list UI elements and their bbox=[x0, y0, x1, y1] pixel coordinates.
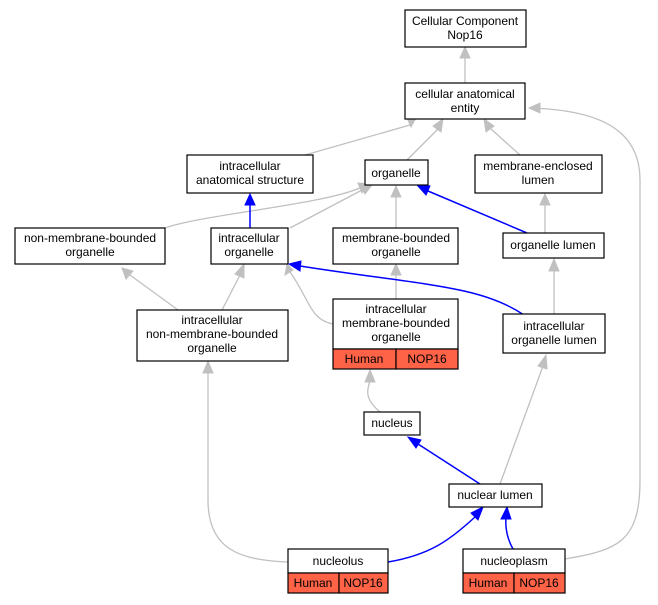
edge-nuc-imbo-arrowhead bbox=[364, 368, 376, 383]
edges bbox=[121, 45, 641, 563]
node-root[interactable]: Cellular Component Nop16 bbox=[404, 9, 527, 48]
node-membrane-bounded-organelle[interactable]: membrane-bounded organelle bbox=[332, 227, 459, 265]
node-intracellular-organelle[interactable]: intracellular organelle bbox=[210, 227, 289, 265]
edge-ol-org bbox=[427, 190, 528, 234]
node-iol-label-line-2: organelle lumen bbox=[511, 333, 596, 347]
edge-io-org bbox=[289, 189, 363, 229]
edge-inmbo-io bbox=[221, 274, 241, 311]
edge-np-cae bbox=[529, 107, 641, 560]
node-nuc-label: nucleus bbox=[371, 416, 412, 430]
edge-ol-mel-arrowhead bbox=[539, 192, 551, 206]
node-imbo-label-line-3: organelle bbox=[371, 330, 421, 344]
node-non-membrane-bounded-organelle[interactable]: non-membrane-bounded organelle bbox=[14, 227, 166, 265]
node-mbo-label-line-2: organelle bbox=[371, 245, 421, 259]
edge-imbo-io-arrowhead bbox=[284, 262, 294, 277]
edge-imbo-io bbox=[289, 271, 334, 325]
node-cellular-anatomical-entity[interactable]: cellular anatomical entity bbox=[404, 82, 526, 120]
node-membrane-enclosed-lumen[interactable]: membrane-enclosed lumen bbox=[474, 154, 603, 194]
node-nmbo-label-line-2: organelle bbox=[65, 245, 115, 259]
node-imbo-annotation-gene bbox=[395, 348, 459, 370]
node-cae-label-line-1: cellular anatomical bbox=[415, 87, 514, 101]
edge-cae-root-arrowhead bbox=[459, 45, 471, 59]
node-iol-label-line-1: intracellular bbox=[523, 319, 584, 333]
edge-inmbo-nmbo bbox=[129, 274, 179, 311]
edge-nucleolus-nl bbox=[387, 516, 476, 563]
node-imbo-gene-label: NOP16 bbox=[407, 352, 447, 366]
node-np-annotation-gene bbox=[513, 572, 566, 594]
node-nucleolus-species-label: Human bbox=[294, 576, 333, 590]
node-root-label-line-1: Cellular Component bbox=[412, 14, 519, 28]
edge-np-cae-arrowhead bbox=[527, 102, 541, 114]
node-imbo-species-label: Human bbox=[345, 352, 384, 366]
node-np-species-label: Human bbox=[469, 576, 508, 590]
node-nucleus[interactable]: nucleus bbox=[363, 411, 421, 436]
node-org-label: organelle bbox=[371, 166, 421, 180]
node-mel-label-line-2: lumen bbox=[522, 173, 555, 187]
node-organelle-lumen[interactable]: organelle lumen bbox=[502, 232, 605, 259]
edge-imbo-mbo-arrowhead bbox=[390, 262, 402, 276]
node-inmbo-label-line-3: organelle bbox=[187, 341, 237, 355]
node-nuclear-lumen[interactable]: nuclear lumen bbox=[448, 483, 543, 508]
edge-nl-nuc-arrowhead bbox=[406, 436, 422, 449]
node-np-label: nucleoplasm bbox=[480, 554, 547, 568]
edge-inmbo-io-arrowhead bbox=[234, 262, 245, 279]
edge-ias-cae bbox=[304, 124, 411, 156]
edge-iol-io-arrowhead bbox=[287, 260, 302, 272]
edge-nl-iol bbox=[499, 365, 544, 485]
edge-ol-org-arrowhead bbox=[415, 184, 431, 196]
edge-nl-nuc bbox=[417, 443, 481, 485]
edge-org-cae bbox=[406, 128, 439, 161]
node-nucleolus-label: nucleolus bbox=[313, 554, 364, 568]
edge-nuc-imbo bbox=[367, 380, 381, 413]
edge-iol-io bbox=[299, 265, 525, 316]
edge-mbo-org-arrowhead bbox=[390, 184, 402, 198]
edge-org-cae-arrowhead bbox=[432, 117, 444, 133]
node-np-gene-label: NOP16 bbox=[519, 576, 559, 590]
edge-nucleolus-inmbo-arrowhead bbox=[202, 359, 214, 374]
node-io-label-line-1: intracellular bbox=[218, 231, 279, 245]
node-nucleolus-annotation-gene bbox=[338, 572, 389, 594]
node-io-label-line-2: organelle bbox=[224, 245, 274, 259]
node-ol-label: organelle lumen bbox=[510, 238, 595, 252]
node-intracellular-non-membrane-bounded-organelle[interactable]: intracellular non-membrane-bounded organ… bbox=[136, 309, 289, 362]
node-imbo-label-line-1: intracellular bbox=[365, 302, 426, 316]
edge-nmbo-org bbox=[164, 187, 361, 229]
node-imbo-label-line-2: membrane-bounded bbox=[342, 316, 450, 330]
node-nucleoplasm[interactable]: nucleoplasm Human NOP16 bbox=[462, 548, 566, 594]
node-cae-label-line-2: entity bbox=[451, 101, 480, 115]
edge-nucleolus-nl-arrowhead bbox=[470, 505, 484, 521]
node-nmbo-label-line-1: non-membrane-bounded bbox=[24, 231, 156, 245]
edge-mel-cae bbox=[490, 128, 521, 156]
edge-np-nl bbox=[505, 517, 514, 550]
edge-mel-cae-arrowhead bbox=[483, 117, 495, 133]
node-ias-label-line-1: intracellular bbox=[219, 159, 280, 173]
node-nl-label: nuclear lumen bbox=[457, 488, 532, 502]
node-inmbo-label-line-1: intracellular bbox=[181, 313, 242, 327]
node-nucleolus[interactable]: nucleolus Human NOP16 bbox=[287, 548, 389, 594]
edge-np-nl-arrowhead bbox=[500, 505, 512, 520]
node-intracellular-membrane-bounded-organelle[interactable]: intracellular membrane-bounded organelle… bbox=[332, 298, 459, 370]
node-mel-label-line-1: membrane-enclosed bbox=[483, 159, 592, 173]
node-inmbo-label-line-2: non-membrane-bounded bbox=[146, 327, 278, 341]
node-root-label-line-2: Nop16 bbox=[447, 28, 483, 42]
edge-inmbo-nmbo-arrowhead bbox=[121, 267, 134, 280]
node-intracellular-anatomical-structure[interactable]: intracellular anatomical structure bbox=[186, 154, 314, 194]
node-ias-label-line-2: anatomical structure bbox=[196, 173, 304, 187]
node-mbo-label-line-1: membrane-bounded bbox=[342, 231, 450, 245]
edge-iol-ol-arrowhead bbox=[548, 257, 560, 272]
node-nucleolus-gene-label: NOP16 bbox=[343, 576, 383, 590]
edge-nl-iol-arrowhead bbox=[537, 353, 548, 370]
edge-io-ias-arrowhead bbox=[244, 192, 256, 206]
edge-nucleolus-inmbo bbox=[207, 372, 289, 563]
node-intracellular-organelle-lumen[interactable]: intracellular organelle lumen bbox=[502, 313, 606, 354]
node-organelle[interactable]: organelle bbox=[364, 159, 429, 186]
